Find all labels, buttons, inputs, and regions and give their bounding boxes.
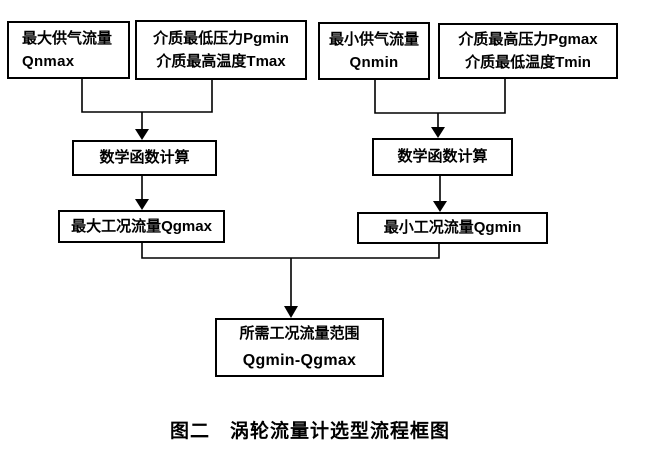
node-max-supply-flow-label: 最大供气流量 <box>22 29 113 47</box>
node-max-pressure-min-temp: 介质最高压力Pgmax 介质最低温度Tmin <box>438 23 618 79</box>
connector-left-merge <box>81 79 213 131</box>
node-min-operating-flow-label: 最小工况流量Qgmin <box>383 219 522 237</box>
node-required-flow-range: 所需工况流量范围 Qgmin-Qgmax <box>215 318 384 377</box>
node-min-operating-flow: 最小工况流量Qgmin <box>357 212 548 244</box>
node-min-pressure-max-temp: 介质最低压力Pgmin 介质最高温度Tmax <box>135 20 307 80</box>
figure-caption: 图二 涡轮流量计选型流程框图 <box>169 421 450 442</box>
connector-bottom-merge <box>141 243 440 308</box>
arrowhead-calc-right <box>433 201 447 212</box>
node-min-temp-label: 介质最低温度Tmin <box>465 54 591 71</box>
node-max-pressure-label: 介质最高压力Pgmax <box>458 30 598 48</box>
node-min-supply-flow: 最小供气流量 Qnmin <box>318 22 430 80</box>
node-max-supply-flow: 最大供气流量 Qnmax <box>7 21 130 79</box>
node-required-flow-range-symbol: Qgmin-Qgmax <box>242 351 357 369</box>
node-math-calc-right: 数学函数计算 <box>372 138 513 176</box>
node-min-pressure-label: 介质最低压力Pgmin <box>153 29 289 47</box>
node-math-calc-left: 数学函数计算 <box>72 140 217 176</box>
arrowhead-calc-left <box>135 199 149 210</box>
node-min-supply-flow-symbol: Qnmin <box>349 54 399 71</box>
node-math-calc-right-label: 数学函数计算 <box>397 148 488 166</box>
node-max-supply-flow-symbol: Qnmax <box>22 53 75 70</box>
arrowhead-right-merge <box>431 127 445 138</box>
node-math-calc-left-label: 数学函数计算 <box>99 149 190 167</box>
arrowhead-bottom-merge <box>284 306 298 318</box>
node-required-flow-range-label: 所需工况流量范围 <box>239 325 360 343</box>
node-max-temp-label: 介质最高温度Tmax <box>156 53 286 70</box>
node-max-operating-flow-label: 最大工况流量Qgmax <box>71 217 212 235</box>
connector-right-merge <box>374 79 506 129</box>
node-max-operating-flow: 最大工况流量Qgmax <box>58 210 225 243</box>
node-min-supply-flow-label: 最小供气流量 <box>328 30 419 48</box>
arrowhead-left-merge <box>135 129 149 140</box>
